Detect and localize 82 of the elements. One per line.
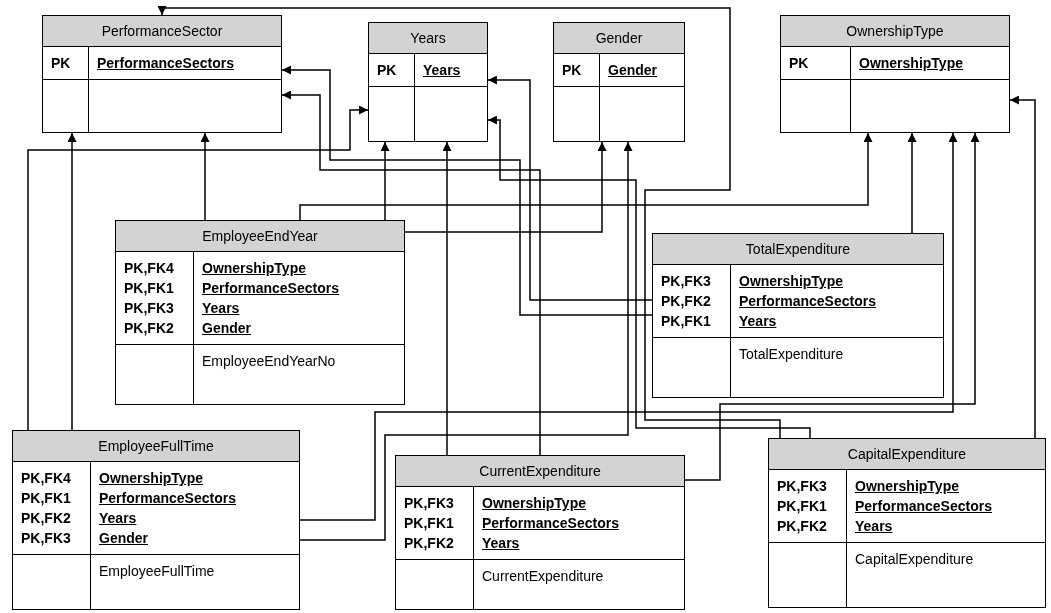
key-label: PK,FK1	[661, 312, 711, 331]
key-label: PK,FK2	[124, 319, 174, 338]
key-label: PK,FK1	[124, 279, 174, 298]
arrow	[281, 65, 653, 316]
attribute-name: EmployeeFullTime	[99, 562, 215, 581]
arrow	[67, 132, 77, 431]
entity-table	[553, 22, 685, 142]
table-title: Gender	[554, 23, 684, 54]
arrow	[299, 132, 958, 521]
entity-table	[652, 233, 944, 398]
arrow	[487, 115, 811, 439]
table-title: EmployeeEndYear	[116, 221, 404, 252]
column-name: Gender	[202, 319, 251, 338]
arrow	[299, 132, 873, 221]
column-name: OwnershipType	[99, 469, 203, 488]
arrow	[299, 141, 633, 541]
column-name: PerformanceSectors	[855, 497, 992, 516]
key-label: PK,FK1	[404, 514, 454, 533]
arrow	[907, 132, 917, 234]
column-name: Gender	[608, 61, 657, 80]
table-title: OwnershipType	[781, 16, 1009, 47]
arrow	[380, 141, 390, 221]
entity-table	[368, 22, 488, 142]
entity-table	[12, 430, 300, 610]
attribute-name: CapitalExpenditure	[855, 550, 974, 569]
key-label: PK,FK3	[661, 272, 711, 291]
column-name: PerformanceSectors	[482, 514, 619, 533]
key-label: PK	[377, 61, 397, 80]
table-title: PerformanceSector	[43, 16, 281, 47]
arrow	[27, 105, 369, 431]
table-title: CapitalExpenditure	[769, 439, 1045, 470]
key-label: PK,FK2	[21, 509, 71, 528]
key-label: PK,FK4	[21, 469, 71, 488]
column-name: OwnershipType	[202, 259, 306, 278]
entity-table	[42, 15, 282, 133]
arrow	[684, 132, 980, 481]
entity-table	[115, 220, 405, 405]
column-name: OwnershipType	[855, 477, 959, 496]
column-name: Years	[423, 61, 461, 80]
key-label: PK,FK1	[777, 497, 827, 516]
key-label: PK,FK4	[124, 259, 174, 278]
column-name: Years	[482, 534, 520, 553]
table-title: EmployeeFullTime	[13, 431, 299, 462]
key-label: PK	[789, 54, 809, 73]
key-label: PK,FK3	[404, 494, 454, 513]
arrow	[442, 141, 452, 456]
column-name: PerformanceSectors	[97, 54, 234, 73]
arrow	[1009, 95, 1036, 439]
key-label: PK,FK1	[21, 489, 71, 508]
arrow	[157, 6, 781, 439]
entity-table	[395, 455, 685, 610]
column-name: OwnershipType	[739, 272, 843, 291]
column-name: Years	[855, 517, 893, 536]
key-label: PK,FK3	[124, 299, 174, 318]
attribute-name: CurrentExpenditure	[482, 567, 604, 586]
column-name: Years	[202, 299, 240, 318]
table-title: TotalExpenditure	[653, 234, 943, 265]
entity-table	[768, 438, 1046, 608]
table-title: CurrentExpenditure	[396, 456, 684, 487]
column-name: PerformanceSectors	[99, 489, 236, 508]
arrow	[404, 141, 607, 233]
key-label: PK	[51, 54, 71, 73]
column-name: PerformanceSectors	[202, 279, 339, 298]
arrow	[200, 132, 210, 221]
key-label: PK	[562, 61, 582, 80]
column-name: Gender	[99, 529, 148, 548]
column-name: Years	[739, 312, 777, 331]
attribute-name: TotalExpenditure	[739, 345, 844, 364]
arrow	[281, 90, 541, 456]
column-name: OwnershipType	[859, 54, 963, 73]
key-label: PK,FK2	[661, 292, 711, 311]
key-label: PK,FK2	[777, 517, 827, 536]
column-name: PerformanceSectors	[739, 292, 876, 311]
attribute-name: EmployeeEndYearNo	[202, 352, 336, 371]
key-label: PK,FK2	[404, 534, 454, 553]
arrow	[487, 75, 653, 301]
column-name: Years	[99, 509, 137, 528]
table-title: Years	[369, 23, 487, 54]
entity-table	[780, 15, 1010, 133]
column-name: OwnershipType	[482, 494, 586, 513]
key-label: PK,FK3	[777, 477, 827, 496]
key-label: PK,FK3	[21, 529, 71, 548]
